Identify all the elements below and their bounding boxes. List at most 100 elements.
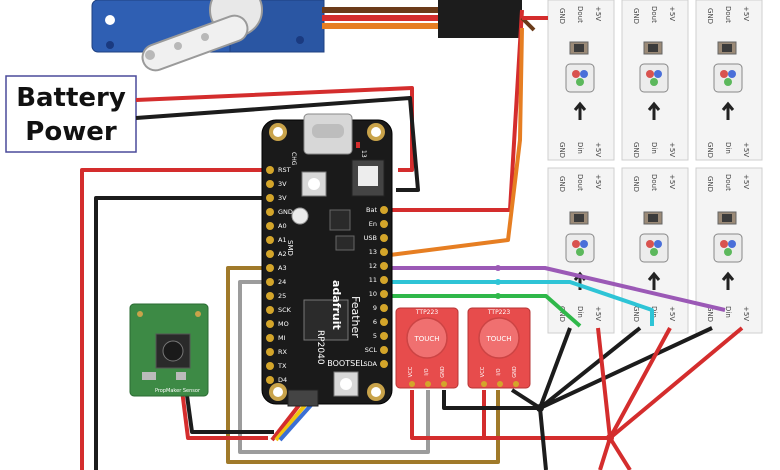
strip-label: GND [632, 306, 640, 322]
strip-top-label-gnd: GND [558, 8, 566, 24]
purple-data-wire [384, 266, 726, 312]
strip-label: Dout [576, 174, 584, 191]
stemma-qt-connector [287, 389, 319, 407]
pin-label: 9 [373, 304, 377, 312]
pin-label: A1 [278, 236, 287, 244]
ground-fan [538, 326, 713, 470]
left-header-pins [266, 166, 274, 384]
strip-label: GND [706, 176, 714, 192]
strip-label: +5V [668, 6, 676, 21]
sensor-black-wire [184, 387, 274, 434]
touch-pin-label: GND [440, 366, 446, 378]
battery-black-wire [135, 96, 420, 192]
strip-bottom-label-5v: +5V [594, 142, 602, 157]
strip-label: Dout [724, 174, 732, 191]
wire-junctions [495, 265, 614, 442]
strip-label: +5V [742, 306, 750, 321]
strip-label: +5V [668, 142, 676, 157]
propmaker-sensor: PropMaker Sensor [129, 303, 209, 397]
pin-label: USB [364, 234, 377, 242]
touch-red-wire [410, 390, 610, 440]
strip-label: Din [576, 306, 584, 318]
touch-pin-label: I/O [424, 368, 430, 375]
strip-label: +5V [742, 6, 750, 21]
sensor-red-wire [180, 389, 268, 440]
servo-cable [322, 7, 440, 29]
right-pin-labels: Bat En USB 13 12 11 10 9 6 5 SCL SDA [364, 206, 378, 368]
rp2040-chip [303, 299, 349, 341]
pin-label: 3V [278, 180, 287, 188]
wires [80, 9, 744, 470]
pin-label: GND [278, 208, 293, 216]
bootsel-label: BOOTSEL [327, 359, 365, 368]
chg-label: CHG [290, 152, 297, 166]
strip-label: GND [706, 8, 714, 24]
touch-chip-label: TTP223 [415, 309, 438, 316]
red-rail-left [80, 168, 268, 470]
led-strip-segment: GND Dout +5V GND Din +5V [695, 167, 763, 334]
pin-label: TX [277, 362, 287, 370]
strip-top-label-5v: +5V [594, 6, 602, 21]
pin-label: SCK [278, 306, 292, 314]
pin-label: MO [278, 320, 289, 328]
led-strip-segment: GND Dout +5V GND Din +5V [547, 0, 615, 161]
pin-label: MI [278, 334, 286, 342]
pin-label: D4 [278, 376, 287, 384]
strip-label: GND [706, 306, 714, 322]
right-header-pins [380, 206, 388, 368]
chip-label: RP2040 [315, 330, 325, 365]
onboard-neopixel [291, 207, 309, 225]
green-data-wire [384, 294, 582, 328]
strip-label: +5V [668, 174, 676, 189]
touch-chip-label: TTP223 [487, 309, 510, 316]
left-pin-labels: RST 3V 3V GND A0 A1 A2 A3 24 25 SCK MO M… [277, 166, 293, 384]
led-strip: GND Dout +5V GND Din +5V GND Dout +5V GN… [547, 0, 763, 334]
strip-label: +5V [594, 174, 602, 189]
led-strip-segment: GND Dout +5V GND Din +5V [621, 0, 689, 161]
reset-button [301, 171, 327, 197]
servo-connector [438, 0, 522, 38]
strip-label: GND [632, 176, 640, 192]
stemma-cable-blue [278, 402, 314, 442]
black-rail-left [94, 196, 268, 470]
strip-label: Dout [724, 6, 732, 23]
touch-pin-label: VCC [408, 366, 414, 377]
strip-label: GND [558, 306, 566, 322]
strip-label: +5V [594, 306, 602, 321]
strip-label: Din [724, 142, 732, 154]
power-fan [596, 326, 744, 470]
strip-label: GND [706, 142, 714, 158]
touch-label: TOUCH [413, 335, 439, 343]
strip-label: GND [632, 142, 640, 158]
strip-top-label-dout: Dout [576, 6, 584, 23]
servo-red-wire [382, 9, 524, 212]
pin-label: A0 [278, 222, 287, 230]
stemma-cable-yellow [274, 402, 308, 442]
led-strip-segment: GND Dout +5V GND Din +5V [621, 167, 689, 334]
led-label: 13 [360, 150, 367, 158]
pin-label: 5 [373, 332, 377, 340]
pin-label: SCL [365, 346, 378, 354]
pin-label: RST [278, 166, 291, 174]
touch-pin-label: VCC [480, 366, 486, 377]
pin-label: 24 [278, 278, 286, 286]
prop-sensor-label: PropMaker Sensor [155, 388, 201, 394]
battery-power-label: Battery Power [5, 75, 137, 153]
touch-black-wire-2 [510, 388, 542, 410]
strip-label: +5V [742, 142, 750, 157]
stemma-cable-red [270, 402, 302, 442]
pin-label: A3 [278, 264, 287, 272]
pin-label: 10 [369, 290, 377, 298]
strip-label: Dout [650, 6, 658, 23]
battery-label-line2: Power [25, 117, 117, 147]
strip-label: GND [632, 8, 640, 24]
led-strip-segment: GND Dout +5V GND Din +5V [695, 0, 763, 161]
touch-black-wire [442, 390, 540, 410]
strip-label: +5V [742, 174, 750, 189]
pin-label: SDA [364, 360, 378, 368]
strip-label: GND [558, 176, 566, 192]
pin-label: 13 [369, 248, 377, 256]
servo-orange-wire [381, 27, 524, 258]
board-name: Feather [349, 296, 362, 338]
